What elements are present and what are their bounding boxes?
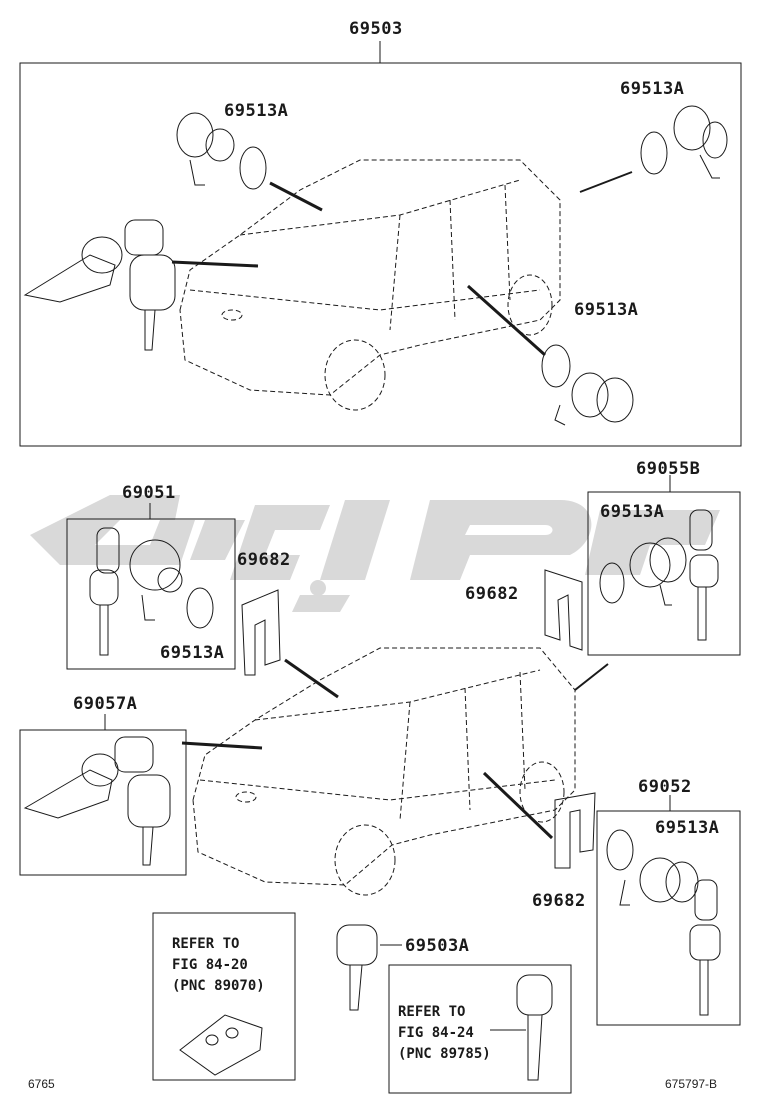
key-top-1 bbox=[124, 219, 164, 256]
label-clip-left: 69682 bbox=[237, 550, 291, 570]
ign-set-box bbox=[19, 729, 187, 876]
remote-note-box bbox=[152, 912, 296, 1081]
note-smart-key-line-2: FIG 84-24 bbox=[398, 1025, 474, 1041]
clip-right bbox=[544, 569, 583, 651]
note-remote-line-1: REFER TO bbox=[172, 936, 240, 952]
remote-fob bbox=[179, 1014, 263, 1076]
car-bottom-illustration bbox=[192, 647, 576, 896]
note-smart-key: REFER TO FIG 84-24 (PNC 89785) bbox=[398, 1002, 491, 1065]
label-cyl-top-mid: 69513A bbox=[574, 300, 639, 320]
note-smart-key-line-3: (PNC 89785) bbox=[398, 1046, 491, 1062]
cylinder-top-left bbox=[176, 112, 235, 186]
key-blank bbox=[336, 924, 378, 1011]
watermark-logo bbox=[30, 495, 720, 612]
cylinder-top-mid bbox=[554, 372, 634, 426]
back-set-parts bbox=[599, 509, 719, 641]
label-lug-set: 69052 bbox=[638, 777, 692, 797]
ign-set-parts bbox=[23, 736, 171, 866]
label-cyl-top-left: 69513A bbox=[224, 101, 289, 121]
note-remote: REFER TO FIG 84-20 (PNC 89070) bbox=[172, 934, 265, 997]
top-assembly-box bbox=[19, 62, 742, 447]
ignition-top bbox=[23, 236, 123, 303]
label-ign-set: 69057A bbox=[73, 694, 138, 714]
key-top-2 bbox=[129, 254, 176, 351]
door-set-parts bbox=[89, 527, 214, 656]
label-door-set-cyl: 69513A bbox=[160, 643, 225, 663]
smart-key bbox=[516, 974, 553, 1081]
lug-set-parts bbox=[606, 829, 721, 1016]
label-clip-bottom: 69682 bbox=[532, 891, 586, 911]
clip-left bbox=[241, 589, 281, 676]
cylinder-top-right bbox=[673, 105, 728, 179]
clip-bottom bbox=[554, 792, 596, 869]
lug-set-box bbox=[596, 810, 741, 1026]
label-lug-set-cyl: 69513A bbox=[655, 818, 720, 838]
label-cyl-top-right: 69513A bbox=[620, 79, 685, 99]
note-smart-key-line-1: REFER TO bbox=[398, 1004, 466, 1020]
label-door-set: 69051 bbox=[122, 483, 176, 503]
ring-top-mid bbox=[541, 344, 571, 388]
label-key-blank: 69503A bbox=[405, 936, 470, 956]
car-top-illustration bbox=[179, 159, 561, 411]
label-top-assembly: 69503 bbox=[349, 19, 403, 39]
back-set-box bbox=[587, 491, 741, 656]
smart-key-note-box bbox=[388, 964, 572, 1094]
label-clip-right: 69682 bbox=[465, 584, 519, 604]
label-back-set: 69055B bbox=[636, 459, 701, 479]
door-set-box bbox=[66, 518, 236, 670]
footer-right-code: 675797-B bbox=[665, 1077, 718, 1091]
footer-left-code: 6765 bbox=[28, 1077, 55, 1091]
note-remote-line-3: (PNC 89070) bbox=[172, 978, 265, 994]
ring-top-left bbox=[239, 146, 267, 190]
ring-top-right bbox=[640, 131, 668, 175]
note-remote-line-2: FIG 84-20 bbox=[172, 957, 248, 973]
label-back-set-cyl: 69513A bbox=[600, 502, 665, 522]
